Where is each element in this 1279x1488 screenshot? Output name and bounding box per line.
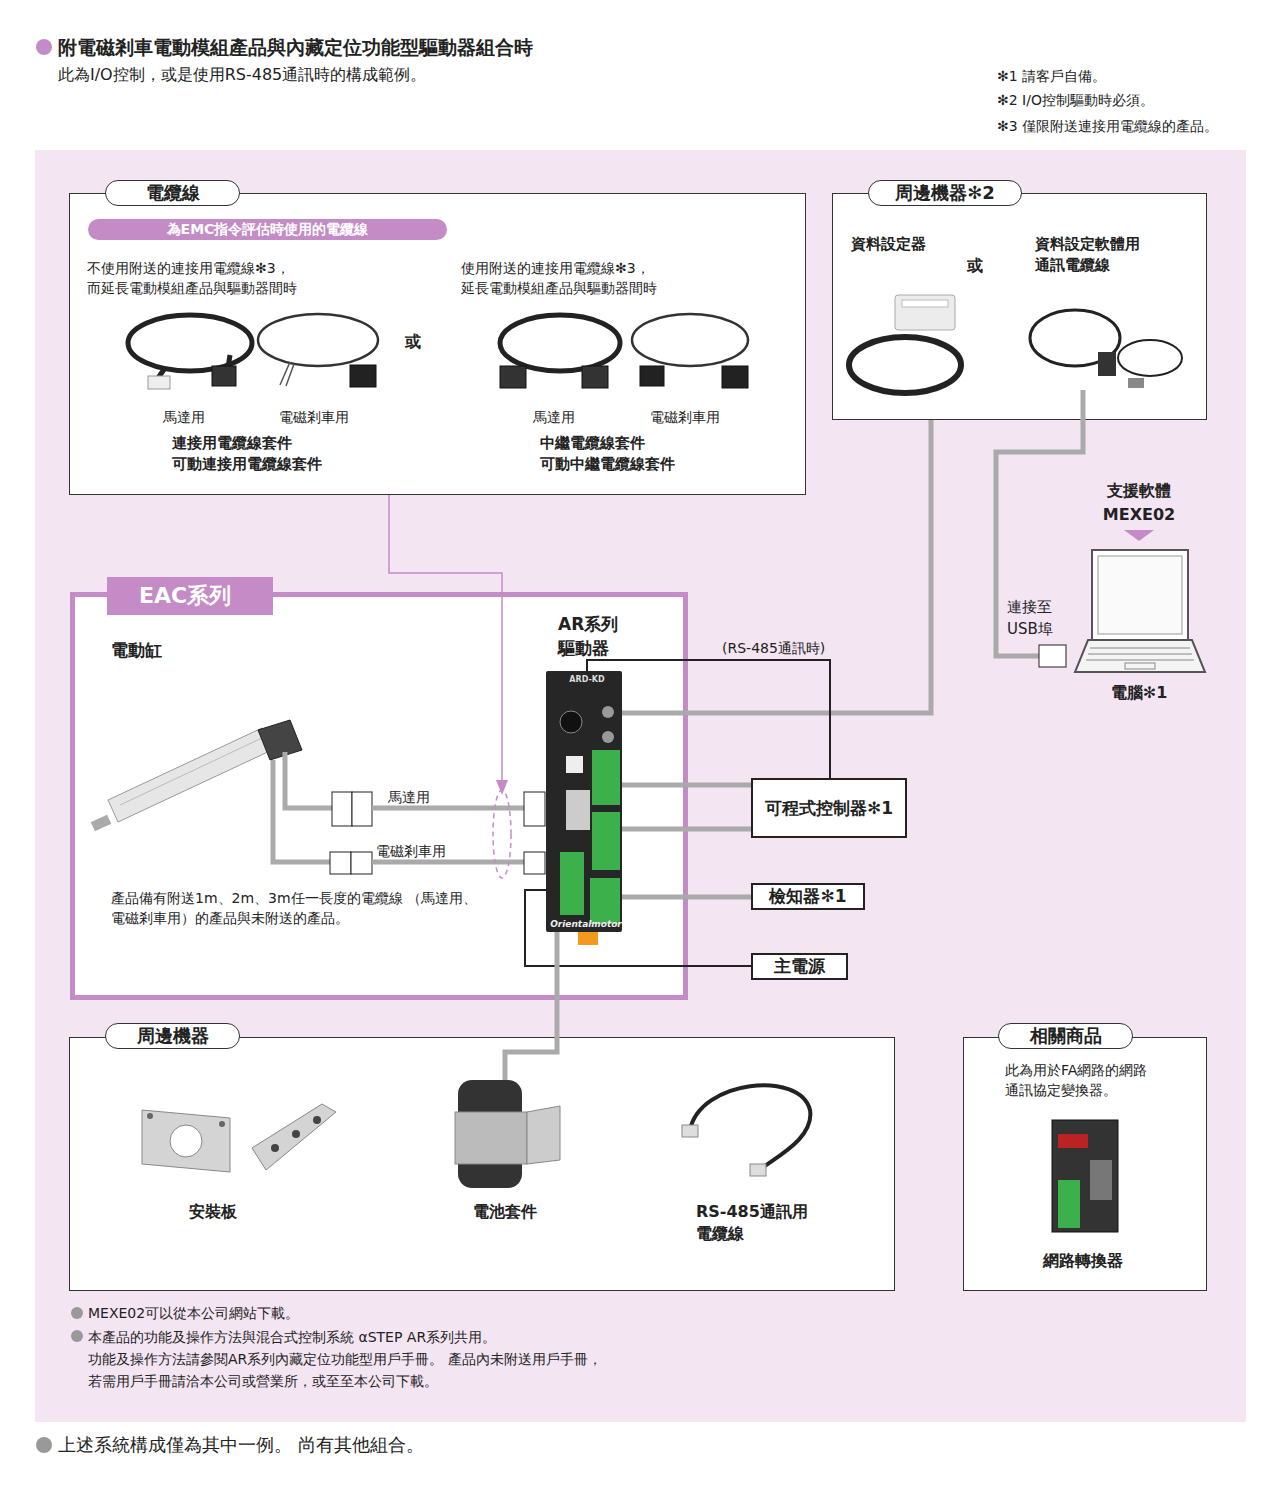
node-heading: 相關商品: [998, 1023, 1133, 1049]
node-heading: 周邊機器✻2: [868, 180, 1022, 206]
node-text: RS-485通訊用 電纜線: [696, 1201, 826, 1245]
node-text: 電磁剎車用: [650, 407, 750, 427]
cable-group-box: 電纜線不使用附送的連接用電纜線✻3， 而延長電動模組產品與驅動器間時或使用附送的…: [69, 193, 806, 495]
node-text: 此為用於FA網路的網路 通訊協定變換器。: [1005, 1060, 1185, 1100]
note-bullet: [71, 1307, 83, 1319]
node-heading: 周邊機器: [105, 1023, 240, 1049]
annotation-label: 連接至 USB埠: [1007, 596, 1059, 640]
node-text: 資料設定軟體用 通訊電纜線: [1035, 234, 1185, 276]
power-box: 主電源: [751, 953, 848, 980]
peripheral-box: 周邊機器安裝板電池套件RS-485通訊用 電纜線: [69, 1037, 895, 1291]
node-text: 連接用電纜線套件 可動連接用電纜線套件: [172, 433, 372, 475]
annotation-label: ARD-KD: [556, 675, 618, 685]
connector-line: [587, 660, 830, 778]
connector-line: [622, 895, 751, 900]
node-heading: AR系列 驅動器: [558, 612, 638, 660]
annotation-label: 電磁剎車用: [376, 841, 466, 861]
node-heading: 主電源: [753, 955, 846, 978]
driver-illustration: [560, 706, 620, 945]
node-heading: 可程式控制器✻1: [753, 780, 905, 836]
annotation-label: 馬達用: [388, 787, 448, 807]
node-text: 中繼電纜線套件 可動中繼電纜線套件: [540, 433, 740, 475]
cable-illustrations: [128, 314, 748, 389]
annotation-label: 電腦✻1: [1099, 681, 1179, 705]
diagram-title: 附電磁剎車電動模組產品與內藏定位功能型驅動器組合時: [58, 34, 758, 60]
controller-box: 可程式控制器✻1: [751, 778, 907, 838]
actuator-illustration: [91, 495, 545, 878]
node-text: 或: [967, 255, 997, 277]
annotation-label: MEXE02可以從本公司網站下載。: [88, 1303, 588, 1323]
background-panel: [35, 150, 1246, 1422]
node-text: 資料設定器: [851, 234, 971, 255]
node-text: 電磁剎車用: [279, 407, 379, 427]
node-text: 或: [405, 331, 435, 353]
node-text: 馬達用: [533, 407, 613, 427]
annotation-label: ✻1 請客戶自備。: [997, 66, 1257, 86]
note-bullet: [71, 1330, 83, 1342]
laptop-illustration: [996, 390, 1205, 672]
node-text: 使用附送的連接用電纜線✻3， 延長電動模組產品與驅動器間時: [461, 258, 791, 298]
emc-band: 為EMC指令評估時使用的電纜線: [88, 219, 447, 240]
connector-line: [555, 932, 560, 1037]
node-text: 產品備有附送1m、2m、3m任一長度的電纜線 （馬達用、電磁剎車用）的產品與未附…: [111, 888, 511, 928]
node-text: 不使用附送的連接用電纜線✻3， 而延長電動模組產品與驅動器間時: [87, 258, 417, 298]
annotation-label: Orientalmotor: [548, 919, 624, 930]
peripheral-box: 周邊機器✻2資料設定器或資料設定軟體用 通訊電纜線: [832, 193, 1207, 420]
node-heading: EAC系列: [107, 577, 273, 615]
data-setter-illustration: [849, 295, 1182, 393]
related-product-box: 相關商品此為用於FA網路的網路 通訊協定變換器。網路轉換器: [963, 1037, 1207, 1291]
edge-label: (RS-485通訊時): [722, 638, 852, 658]
connector-line: [622, 783, 751, 788]
annotation-label: 此為I/O控制，或是使用RS-485通訊時的構成範例。: [58, 64, 658, 86]
connector-line: [622, 827, 751, 832]
annotation-label: 本產品的功能及操作方法與混合式控制系統 αSTEP AR系列共用。 功能及操作方…: [88, 1326, 648, 1392]
caption-bullet: [36, 1437, 52, 1453]
node-text: 電池套件: [473, 1201, 553, 1223]
diagram-caption: 上述系統構成僅為其中一例。 尚有其他組合。: [58, 1433, 658, 1457]
annotation-label: ✻2 I/O控制驅動時必須。: [997, 90, 1257, 110]
node-text: 安裝板: [189, 1201, 269, 1223]
node-text: 電動缸: [111, 638, 211, 662]
node-text: 網路轉換器: [1043, 1250, 1143, 1272]
sensor-box: 檢知器✻1: [751, 883, 865, 910]
node-heading: 檢知器✻1: [753, 885, 863, 908]
node-heading: 電纜線: [105, 180, 240, 206]
driver-unit: AR系列 驅動器: [546, 671, 622, 932]
connector-line: [525, 890, 751, 966]
eac-series-box: EAC系列電動缸產品備有附送1m、2m、3m任一長度的電纜線 （馬達用、電磁剎車…: [70, 592, 688, 1000]
node-heading: 為EMC指令評估時使用的電纜線: [88, 219, 447, 240]
connector-line: [622, 420, 931, 713]
peripheral-illustrations: [142, 1037, 1118, 1232]
title-bullet: [36, 39, 52, 55]
annotation-label: 支援軟體 MEXE02: [1089, 479, 1189, 527]
node-text: 馬達用: [163, 407, 243, 427]
annotation-label: ✻3 僅限附送連接用電纜線的產品。: [997, 116, 1267, 136]
